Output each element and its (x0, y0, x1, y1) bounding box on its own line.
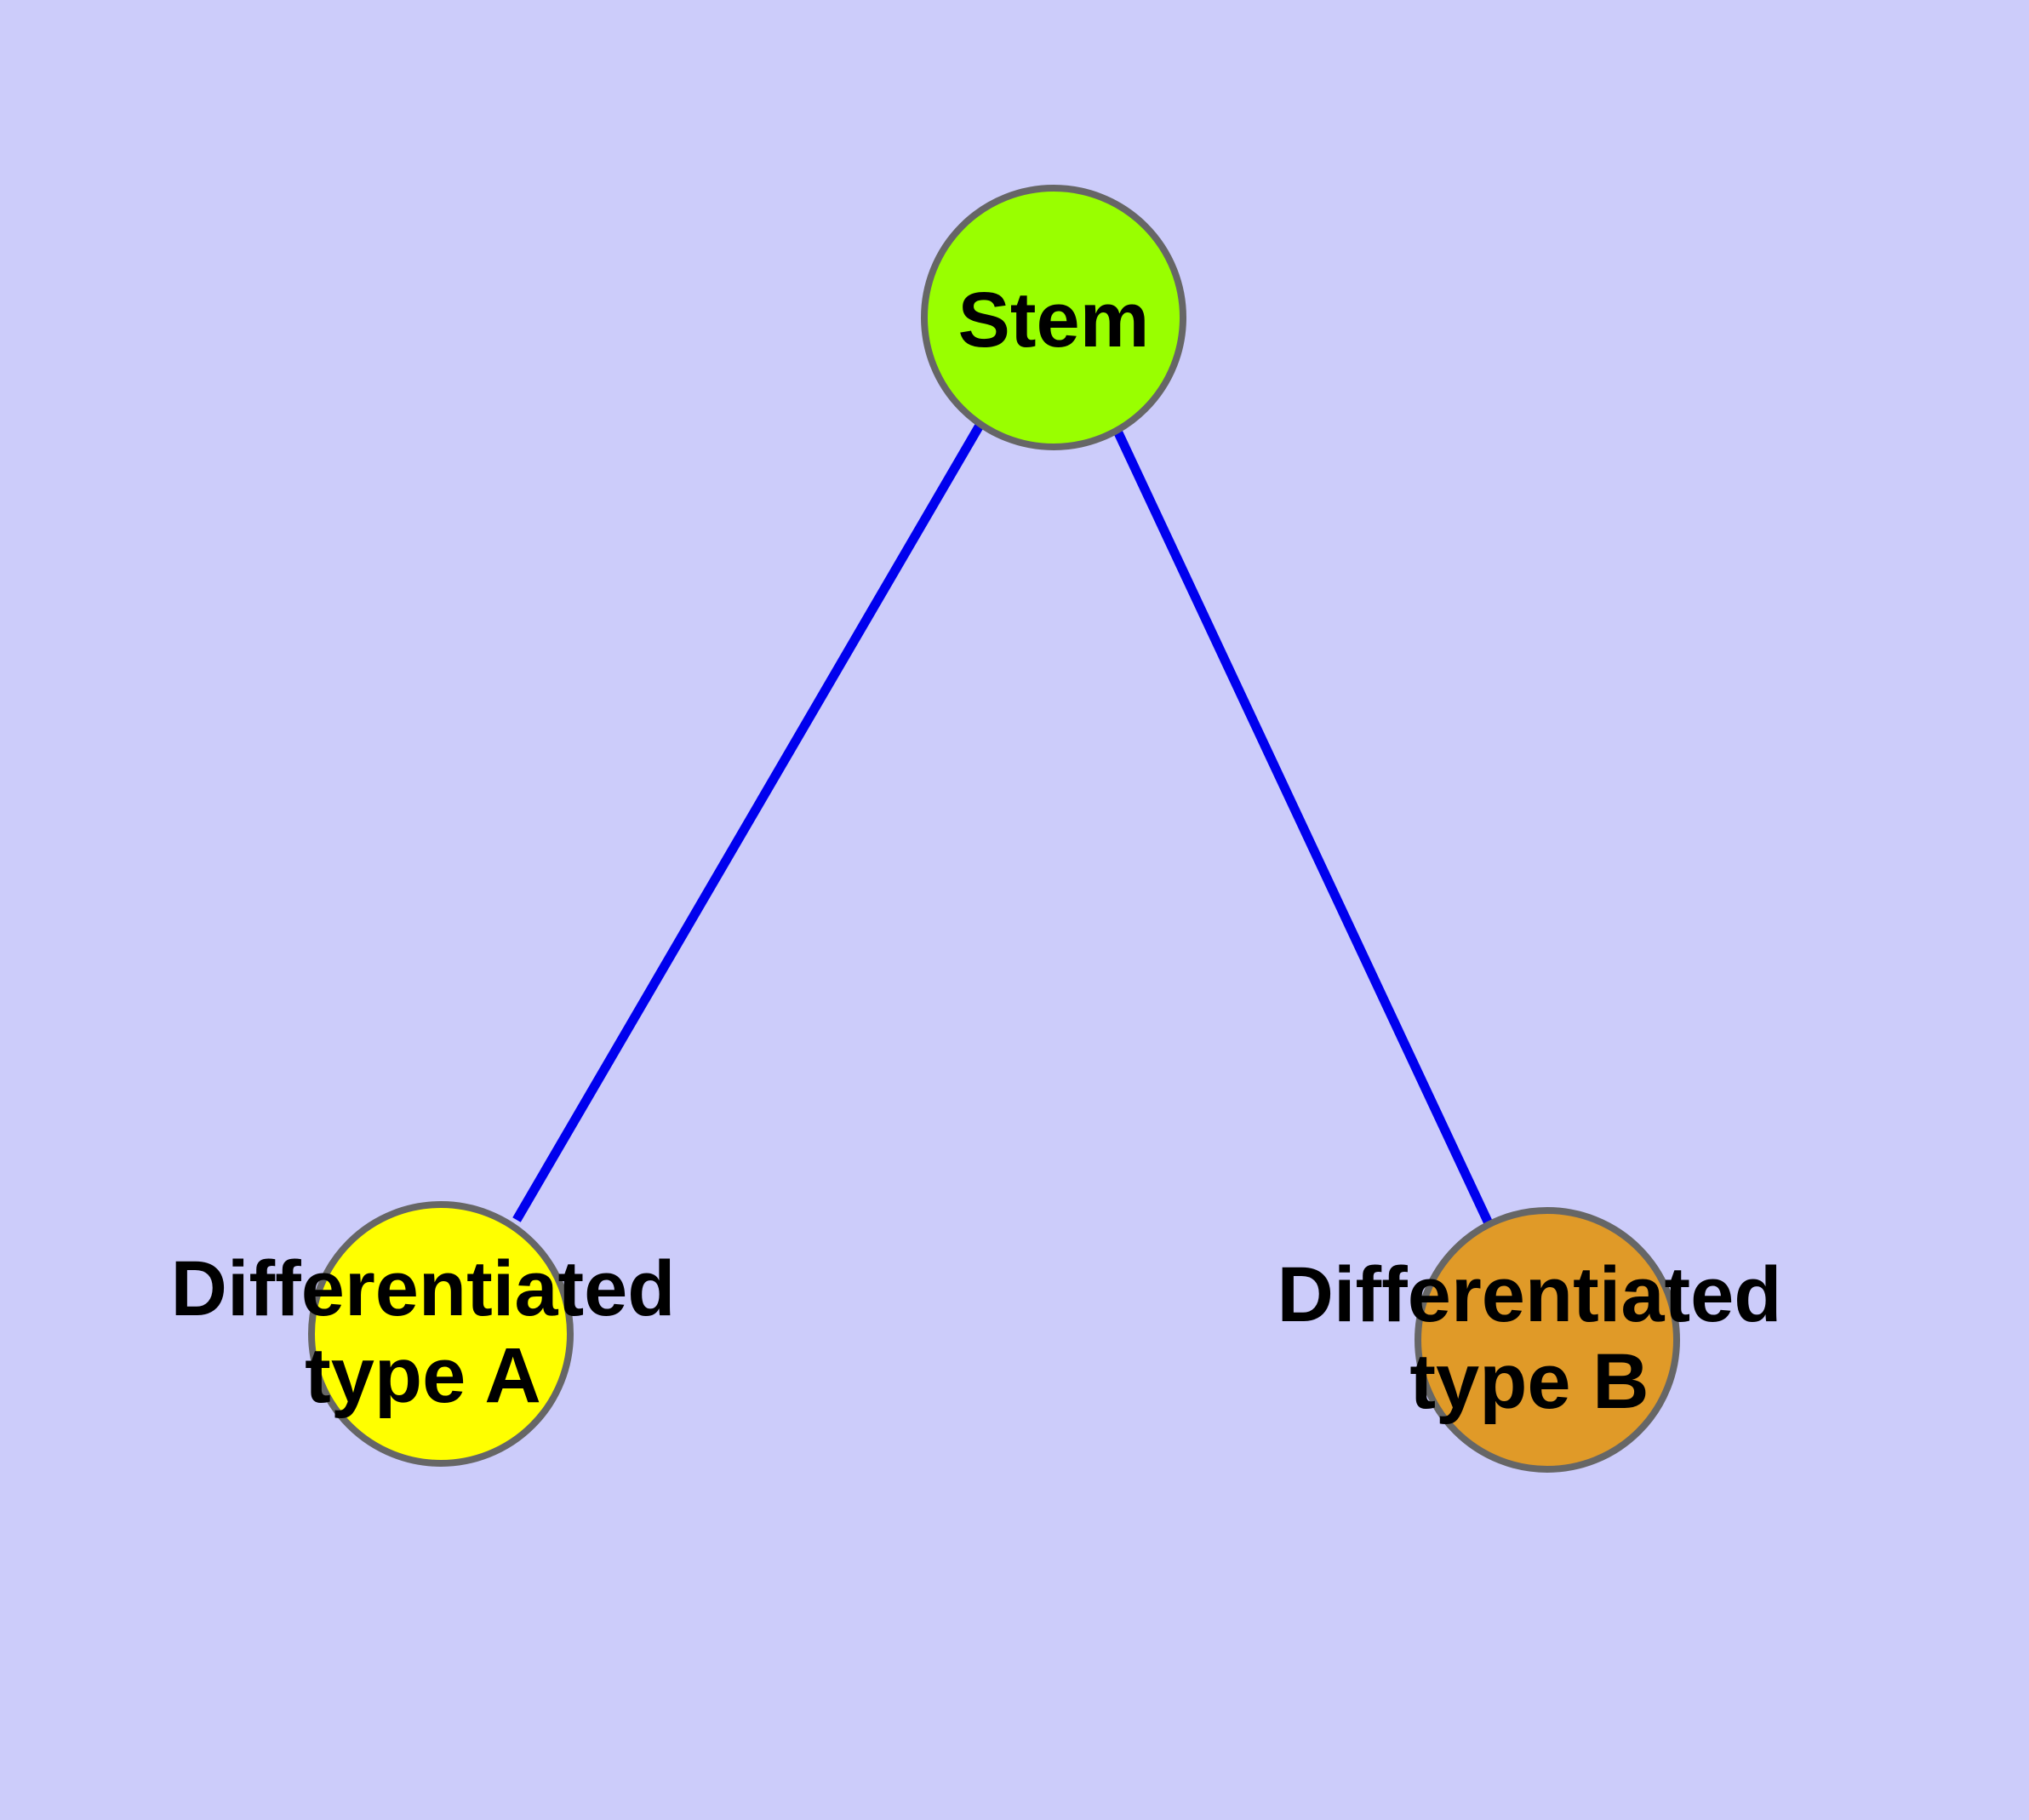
node-label-line: Differentiated (171, 1245, 676, 1332)
node-label-line: Stem (958, 277, 1150, 363)
node-diff_b[interactable] (1415, 1207, 1680, 1473)
nodes-layer (308, 185, 1680, 1473)
node-label-line: type B (1409, 1338, 1649, 1425)
node-stem[interactable] (921, 185, 1186, 450)
node-label-line: Differentiated (1277, 1251, 1782, 1338)
edges-layer (512, 421, 1493, 1226)
node-label-stem: Stem (958, 277, 1150, 363)
edge-stem-to-diff-a (512, 421, 985, 1222)
node-label-line: type A (305, 1332, 541, 1419)
edge-stem-to-diff-b (1112, 425, 1493, 1226)
node-diff_a[interactable] (308, 1201, 574, 1467)
